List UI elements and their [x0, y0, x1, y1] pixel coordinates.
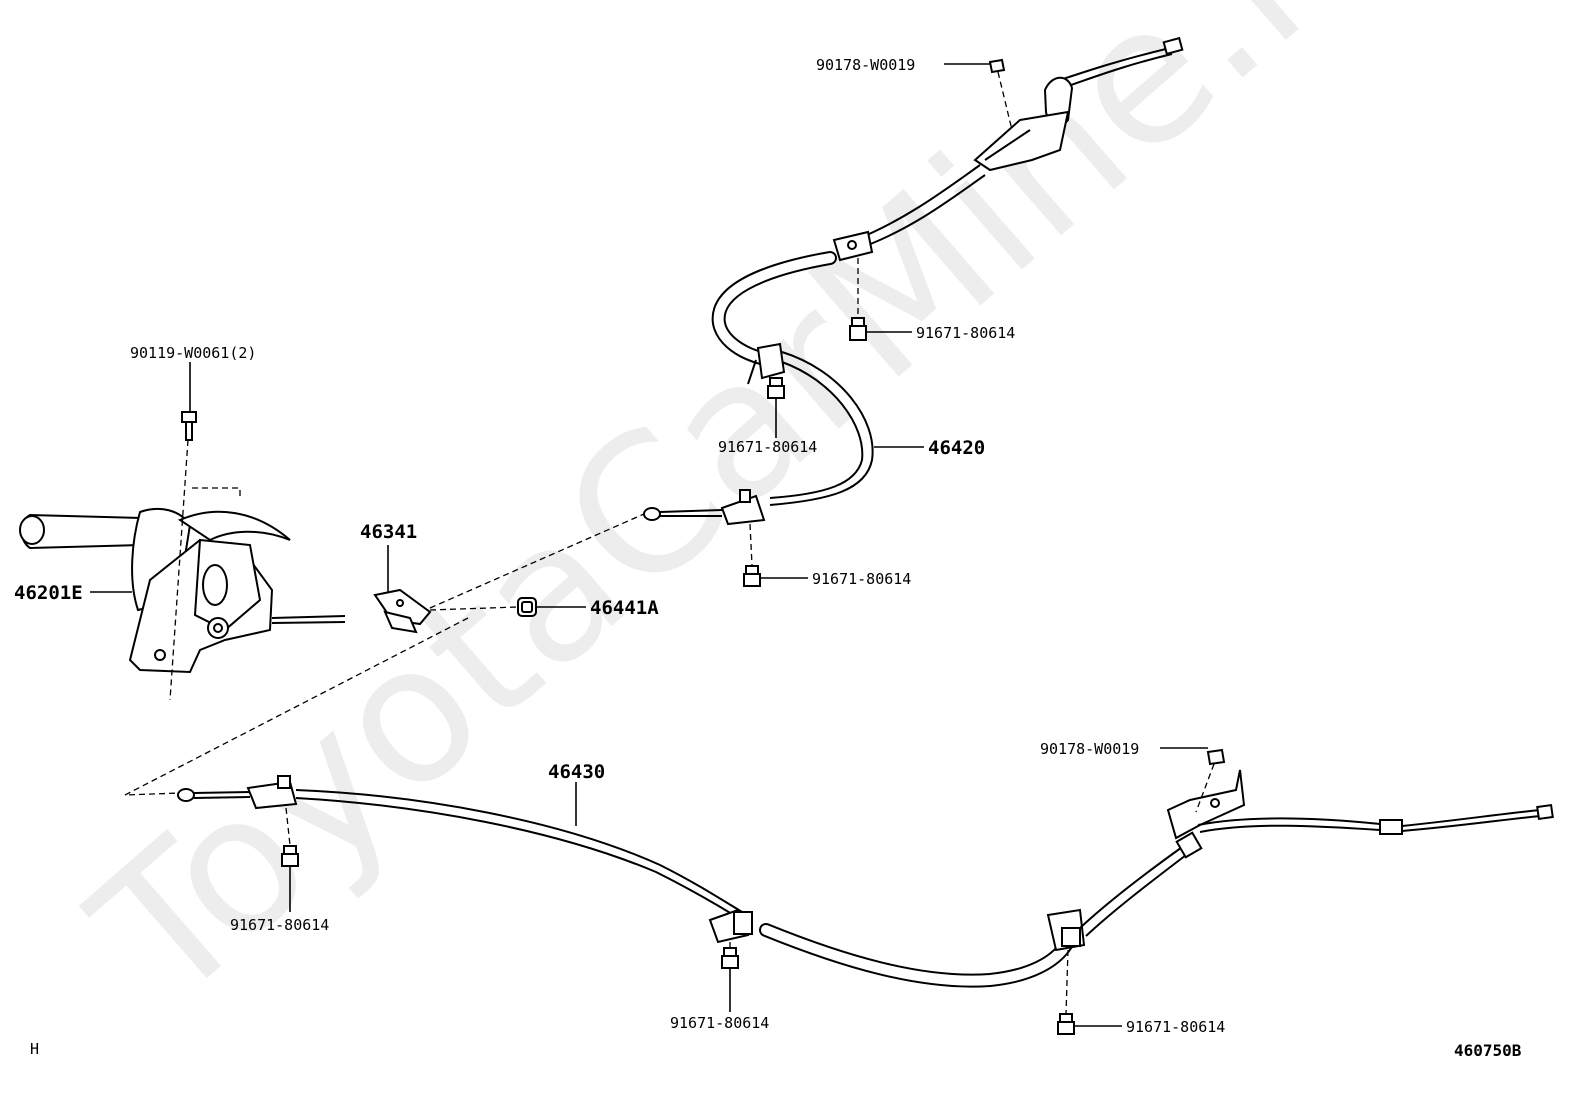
equalizer-46341[interactable] — [373, 588, 432, 634]
bolt-91671-d[interactable] — [281, 807, 299, 867]
nut-90178-top[interactable] — [988, 58, 1013, 131]
bolt-91671-b[interactable] — [767, 377, 785, 399]
dash-equalizer-to-upper-cable — [429, 513, 645, 609]
label-46420: 46420 — [928, 437, 985, 459]
label-46430: 46430 — [548, 761, 605, 783]
bolt-91671-e[interactable] — [721, 942, 739, 969]
nut-90178-bottom[interactable] — [1195, 748, 1226, 813]
label-91671-80614-b: 91671-80614 — [718, 438, 817, 456]
bolt-91671-c[interactable] — [743, 523, 761, 587]
label-90178-W0019-top: 90178-W0019 — [816, 56, 915, 74]
cable-assembly-46430[interactable] — [177, 769, 1554, 988]
parking-brake-lever-46201E[interactable] — [19, 507, 346, 674]
nut-46441A[interactable] — [517, 597, 537, 617]
label-91671-80614-c: 91671-80614 — [812, 570, 911, 588]
label-90178-W0019-bottom: 90178-W0019 — [1040, 740, 1139, 758]
label-91671-80614-f: 91671-80614 — [1126, 1018, 1225, 1036]
dash-equalizer-to-nut — [429, 606, 519, 611]
bolt-90119[interactable] — [169, 411, 241, 701]
label-90119-W0061: 90119-W0061(2) — [130, 344, 256, 362]
footer-left-code: H — [30, 1040, 39, 1058]
label-46341: 46341 — [360, 521, 417, 543]
bolt-91671-a[interactable] — [849, 258, 867, 341]
label-91671-80614-a: 91671-80614 — [916, 324, 1015, 342]
label-91671-80614-d: 91671-80614 — [230, 916, 329, 934]
label-46201E: 46201E — [14, 582, 83, 604]
label-91671-80614-e: 91671-80614 — [670, 1014, 769, 1032]
cable-assembly-46420[interactable] — [643, 36, 1184, 526]
footer-diagram-number: 460750B — [1454, 1041, 1522, 1060]
dash-equalizer-to-lower-cable — [124, 617, 469, 796]
label-46441A: 46441A — [590, 597, 659, 619]
bolt-91671-f[interactable] — [1057, 949, 1075, 1035]
